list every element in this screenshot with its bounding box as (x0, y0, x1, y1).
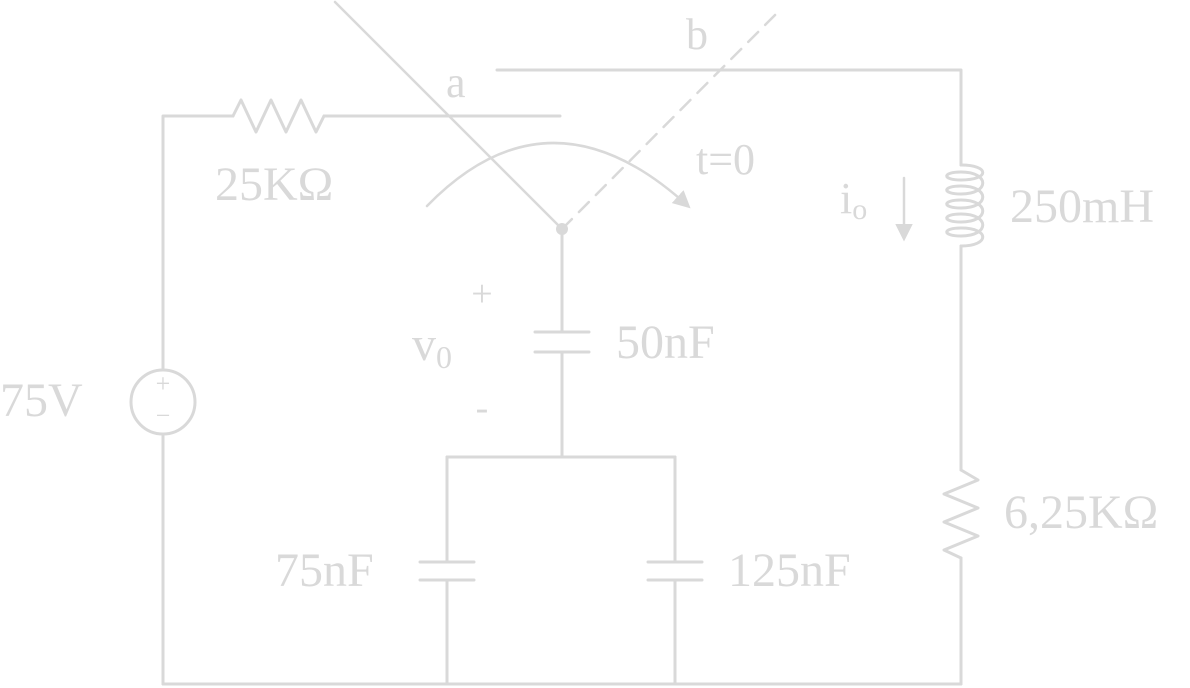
terminal-b-label: b (686, 10, 708, 59)
left-loop-wiring (161, 98, 963, 686)
switch-time-label: t=0 (696, 135, 755, 184)
voltage-plus-sign: + (471, 273, 492, 315)
voltage-minus-sign: - (476, 387, 489, 429)
switch-motion-arrow (425, 141, 691, 209)
resistor-25k-symbol (231, 98, 326, 134)
resistor-6-25k-symbol (942, 468, 980, 560)
current-subscript: o (852, 193, 867, 226)
middle-branch: 50nF + v0 - (412, 227, 715, 459)
resistor-25k-label: 25KΩ (215, 158, 333, 211)
terminal-a-label: a (446, 58, 466, 107)
current-label: io (840, 174, 867, 226)
wire-terminal-b-to-inductor (495, 68, 963, 167)
source-label: 75V (0, 374, 83, 427)
switch-blade-dashed (560, 8, 782, 231)
cap-50n-label: 50nF (616, 316, 715, 369)
source-plus-sign: + (156, 369, 171, 398)
cap-75n-label: 75nF (275, 544, 374, 597)
right-branch: io 250mH 6,25KΩ (495, 68, 1158, 686)
cap-125n-label: 125nF (728, 544, 851, 597)
voltage-symbol: v (412, 318, 436, 371)
switch-blade-solid (333, 0, 564, 231)
source-minus-sign: − (156, 401, 171, 430)
parallel-capacitors: 75nF 125nF (275, 455, 851, 686)
inductor-250mh-symbol (945, 163, 984, 248)
resistor-6-25k-label: 6,25KΩ (1004, 486, 1158, 539)
voltage-subscript: 0 (436, 339, 452, 375)
wire-left-top (161, 114, 235, 372)
voltage-source-75v: + − 75V (0, 368, 197, 436)
current-symbol: i (840, 174, 852, 223)
voltage-source-symbol (129, 368, 197, 436)
switch: a b t=0 (333, 0, 782, 235)
voltage-label: v0 (412, 318, 452, 375)
inductor-label: 250mH (1010, 180, 1154, 233)
